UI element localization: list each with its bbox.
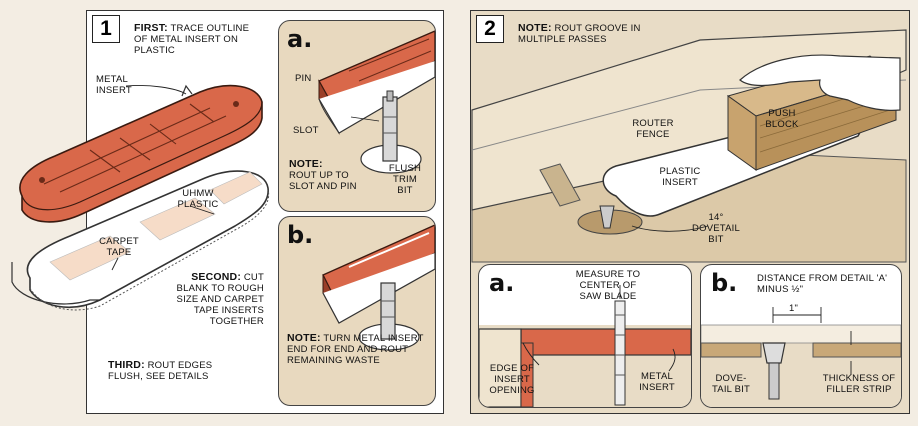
router-fence-label: ROUTER FENCE [628, 118, 678, 140]
edge-of-insert-label: EDGE OF INSERT OPENING [483, 363, 541, 396]
dovetail-bit-label: 14° DOVETAIL BIT [688, 212, 744, 245]
step-2-note: NOTE: ROUT GROOVE IN MULTIPLE PASSES [518, 23, 678, 45]
dovetail-bit-detail-label: DOVE- TAIL BIT [707, 373, 755, 395]
step-2-number: 2 [476, 15, 504, 43]
plastic-insert-label: PLASTIC INSERT [654, 166, 706, 188]
measure-label: MEASURE TO CENTER OF SAW BLADE [569, 269, 647, 302]
step-2-note-heading: NOTE: [518, 22, 552, 34]
detail-2b-letter: b. [711, 269, 737, 297]
distance-label: DISTANCE FROM DETAIL 'a' MINUS ½" [757, 273, 895, 295]
detail-2a-letter: a. [489, 269, 514, 297]
detail-2b: b. DISTANCE FROM DETAIL 'a' MINUS ½" 1" … [700, 264, 902, 408]
metal-insert-detail-label: METAL INSERT [633, 371, 681, 393]
push-block-label: PUSH BLOCK [762, 108, 802, 130]
detail-2a: a. MEASURE TO CENTER OF SAW BLADE EDGE O… [478, 264, 692, 408]
filler-strip-label: THICKNESS OF FILLER STRIP [819, 373, 899, 395]
dimension-label: 1" [789, 303, 798, 314]
